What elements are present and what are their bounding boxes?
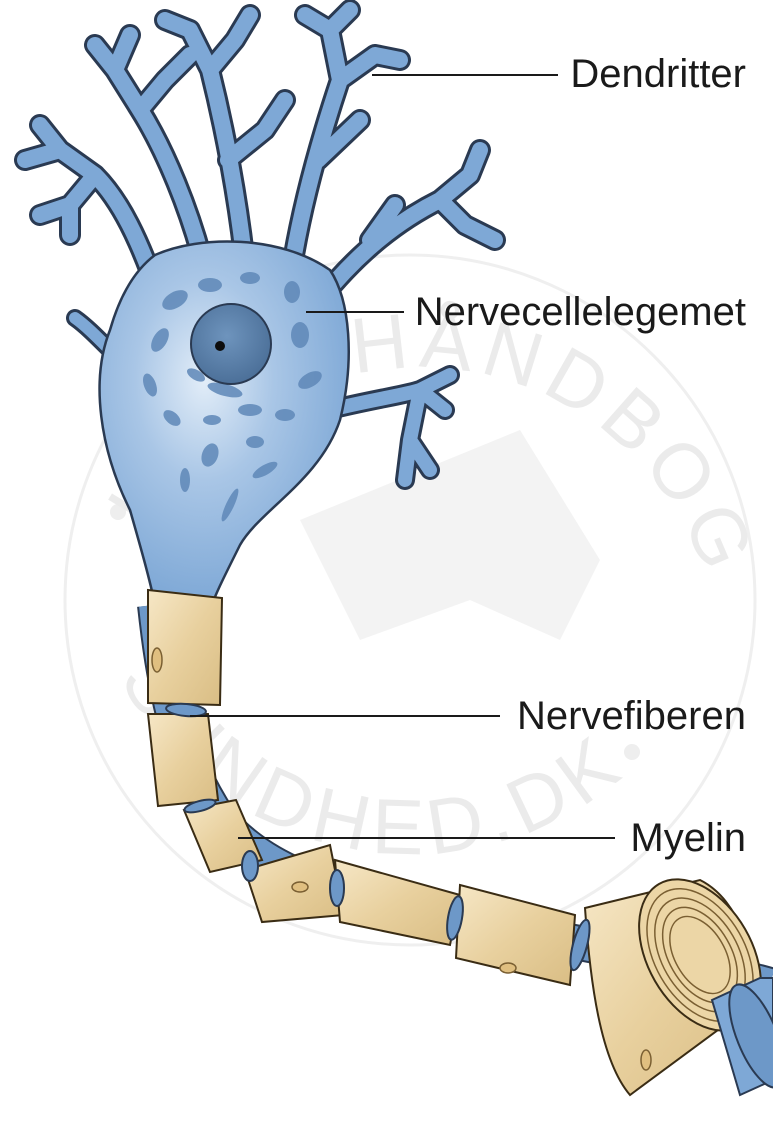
cell-body (100, 241, 349, 605)
label-myelin: Myelin (630, 816, 746, 860)
myelin-segment (148, 714, 218, 806)
label-dendrites: Dendritter (570, 52, 746, 96)
myelin-segment (335, 860, 460, 945)
label-cell-body: Nervecellelegemet (415, 290, 746, 334)
myelin-segment (148, 590, 222, 705)
nucleolus (215, 341, 225, 351)
axon-end (712, 978, 773, 1095)
label-nerve-fiber: Nervefiberen (517, 694, 746, 738)
nucleus (191, 304, 271, 384)
